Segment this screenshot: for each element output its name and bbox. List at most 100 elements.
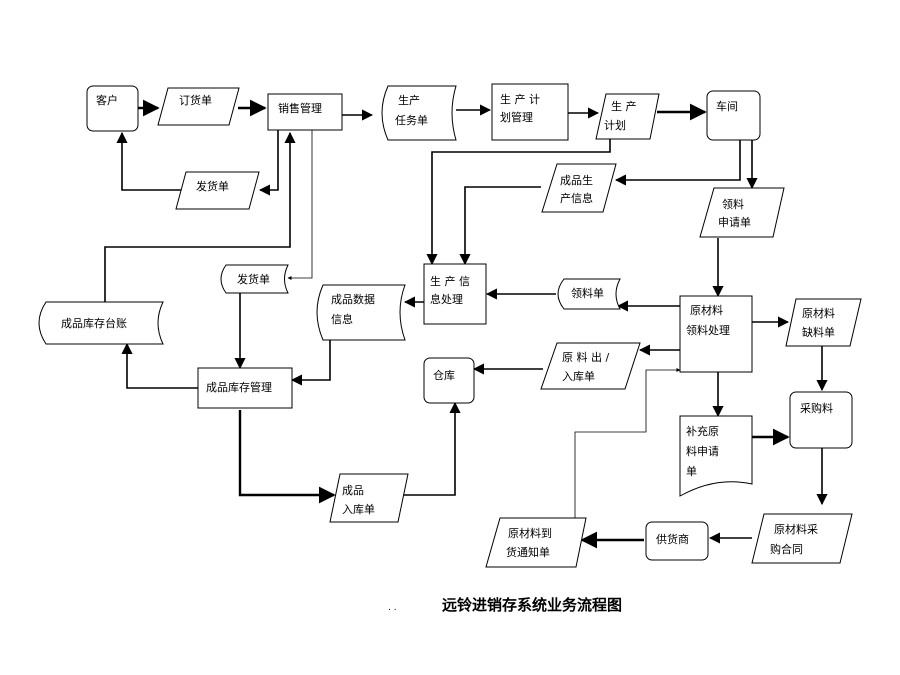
node-finished-data: 成品数据 信息: [316, 284, 406, 341]
diagram-title: 远铃进销存系统业务流程图: [442, 596, 622, 614]
order-label: 订货单: [179, 93, 212, 107]
finished-data-label-1: 成品数据: [331, 292, 375, 306]
purchase-contract-label-2: 购合同: [770, 542, 803, 556]
replenish-label-1: 补充原: [686, 424, 719, 438]
arrival-notice-label-1: 原材料到: [508, 526, 552, 540]
workshop-box: [706, 90, 761, 141]
raw-proc-label-2: 领料处理: [686, 323, 730, 337]
raw-shortage-label-1: 原材料: [802, 306, 835, 320]
prod-info-proc-label-1: 生 产 信: [430, 274, 470, 288]
arrow-invmgmt-to-ledger: [121, 342, 198, 389]
replenish-label-2: 料申请: [686, 444, 719, 458]
arrival-notice-label-2: 货通知单: [506, 545, 550, 559]
material-note-shape: [557, 278, 621, 310]
arrow-notice-to-rawproc: [574, 368, 681, 518]
finished-in-label-1: 成品: [342, 484, 364, 497]
raw-inout-label-2: 入库单: [562, 370, 595, 383]
arrow-ledger-to-sales: [104, 131, 296, 302]
arrival-notice-shape: [485, 517, 587, 568]
prod-plan-mgmt-label-2: 划管理: [500, 110, 533, 124]
delivery-note-top-shape: [175, 171, 260, 210]
node-prod-plan: 生 产 计划: [595, 93, 660, 140]
warehouse-label: 仓库: [433, 368, 455, 382]
warehouse-box: [423, 357, 475, 404]
node-finished-inv-mgmt: 成品库存管理: [197, 367, 293, 409]
raw-inout-label-1: 原 料 出 /: [562, 350, 609, 364]
order-shape: [157, 87, 240, 126]
node-prod-info-proc: 生 产 信 息处理: [423, 263, 487, 325]
finished-in-label-2: 入库单: [342, 503, 375, 516]
node-order: 订货单: [157, 87, 240, 126]
raw-inout-shape: [540, 342, 641, 390]
raw-proc-label-1: 原材料: [690, 303, 723, 317]
connectors: [104, 99, 828, 549]
node-material-note: 领料单: [557, 278, 621, 310]
arrow-sales-to-delivery: [258, 130, 279, 196]
footnote-dots: . .: [388, 603, 397, 613]
prod-info-proc-box: [423, 263, 487, 325]
node-replenish: 补充原 料申请 单: [679, 415, 753, 497]
customer-box: [86, 85, 139, 132]
node-delivery-note-top: 发货单: [175, 171, 260, 210]
prod-plan-label-2: 计划: [604, 119, 626, 132]
material-req-shape: [699, 187, 785, 238]
prod-info-proc-label-2: 息处理: [430, 292, 463, 306]
inventory-ledger-shape: [38, 301, 164, 345]
node-prod-task: 生产 任务单: [381, 85, 457, 141]
node-purchase: 采购料: [789, 391, 853, 449]
delivery-note-mid-label: 发货单: [237, 272, 270, 286]
material-note-label: 领料单: [571, 286, 604, 300]
material-req-label-1: 领料: [722, 197, 744, 211]
material-req-label-2: 申请单: [718, 216, 751, 229]
delivery-note-top-label: 发货单: [196, 179, 229, 193]
sales-mgmt-label: 销售管理: [278, 101, 322, 115]
node-arrival-notice: 原材料到 货通知单: [485, 517, 587, 568]
arrow-workshop-to-finishedinfo: [614, 140, 741, 186]
node-raw-inout: 原 料 出 / 入库单: [540, 342, 641, 390]
purchase-label: 采购料: [800, 401, 833, 415]
node-delivery-note-mid: 发货单: [220, 264, 289, 294]
arrow-finishedin-to-warehouse: [398, 401, 461, 496]
supplier-label: 供货商: [656, 532, 689, 546]
arrow-finisheddata-to-invmgmt: [290, 338, 331, 386]
node-inventory-ledger: 成品库存台账: [38, 301, 164, 345]
finished-inv-mgmt-box: [197, 367, 293, 409]
arrow-invmgmt-to-finishedin: [238, 410, 336, 504]
node-prod-plan-mgmt: 生 产 计 划管理: [491, 83, 569, 141]
node-sales-mgmt: 销售管理: [267, 93, 343, 131]
prod-task-label-1: 生产: [398, 93, 420, 107]
prod-plan-mgmt-label-1: 生 产 计: [500, 92, 540, 106]
arrow-finishedinfo-to-prodinfo: [459, 186, 541, 266]
raw-shortage-label-2: 缺料单: [802, 325, 835, 339]
purchase-box: [789, 391, 853, 449]
node-warehouse: 仓库: [423, 357, 475, 404]
finished-prod-info-shape: [541, 163, 617, 213]
arrow-delivery-to-customer: [116, 131, 188, 191]
node-workshop: 车间: [706, 90, 761, 141]
node-finished-in: 成品 入库单: [329, 473, 409, 523]
purchase-contract-label-1: 原材料采: [774, 522, 818, 536]
arrow-sales-to-delivery-mid: [287, 130, 313, 280]
workshop-label: 车间: [716, 99, 738, 113]
finished-in-shape: [329, 473, 409, 523]
customer-label: 客户: [96, 93, 118, 107]
finished-prod-info-label-2: 产信息: [560, 191, 593, 205]
node-raw-shortage: 原材料 缺料单: [785, 298, 862, 347]
inventory-ledger-label: 成品库存台账: [61, 316, 127, 330]
node-material-req: 领料 申请单: [699, 187, 785, 238]
prod-plan-shape: [595, 93, 660, 140]
node-raw-proc: 原材料 领料处理: [679, 295, 753, 373]
node-supplier: 供货商: [645, 521, 709, 561]
prod-plan-mgmt-box: [491, 83, 569, 141]
replenish-shape: [679, 415, 753, 497]
node-finished-prod-info: 成品生 产信息: [541, 163, 617, 213]
prod-task-shape: [381, 85, 457, 141]
delivery-note-mid-shape: [220, 264, 289, 294]
purchase-contract-shape: [751, 513, 853, 564]
prod-task-label-2: 任务单: [395, 114, 428, 127]
raw-shortage-shape: [785, 298, 862, 347]
node-purchase-contract: 原材料采 购合同: [751, 513, 853, 564]
arrow-plan-to-prodinfo: [426, 139, 611, 266]
finished-inv-mgmt-label: 成品库存管理: [206, 380, 272, 394]
